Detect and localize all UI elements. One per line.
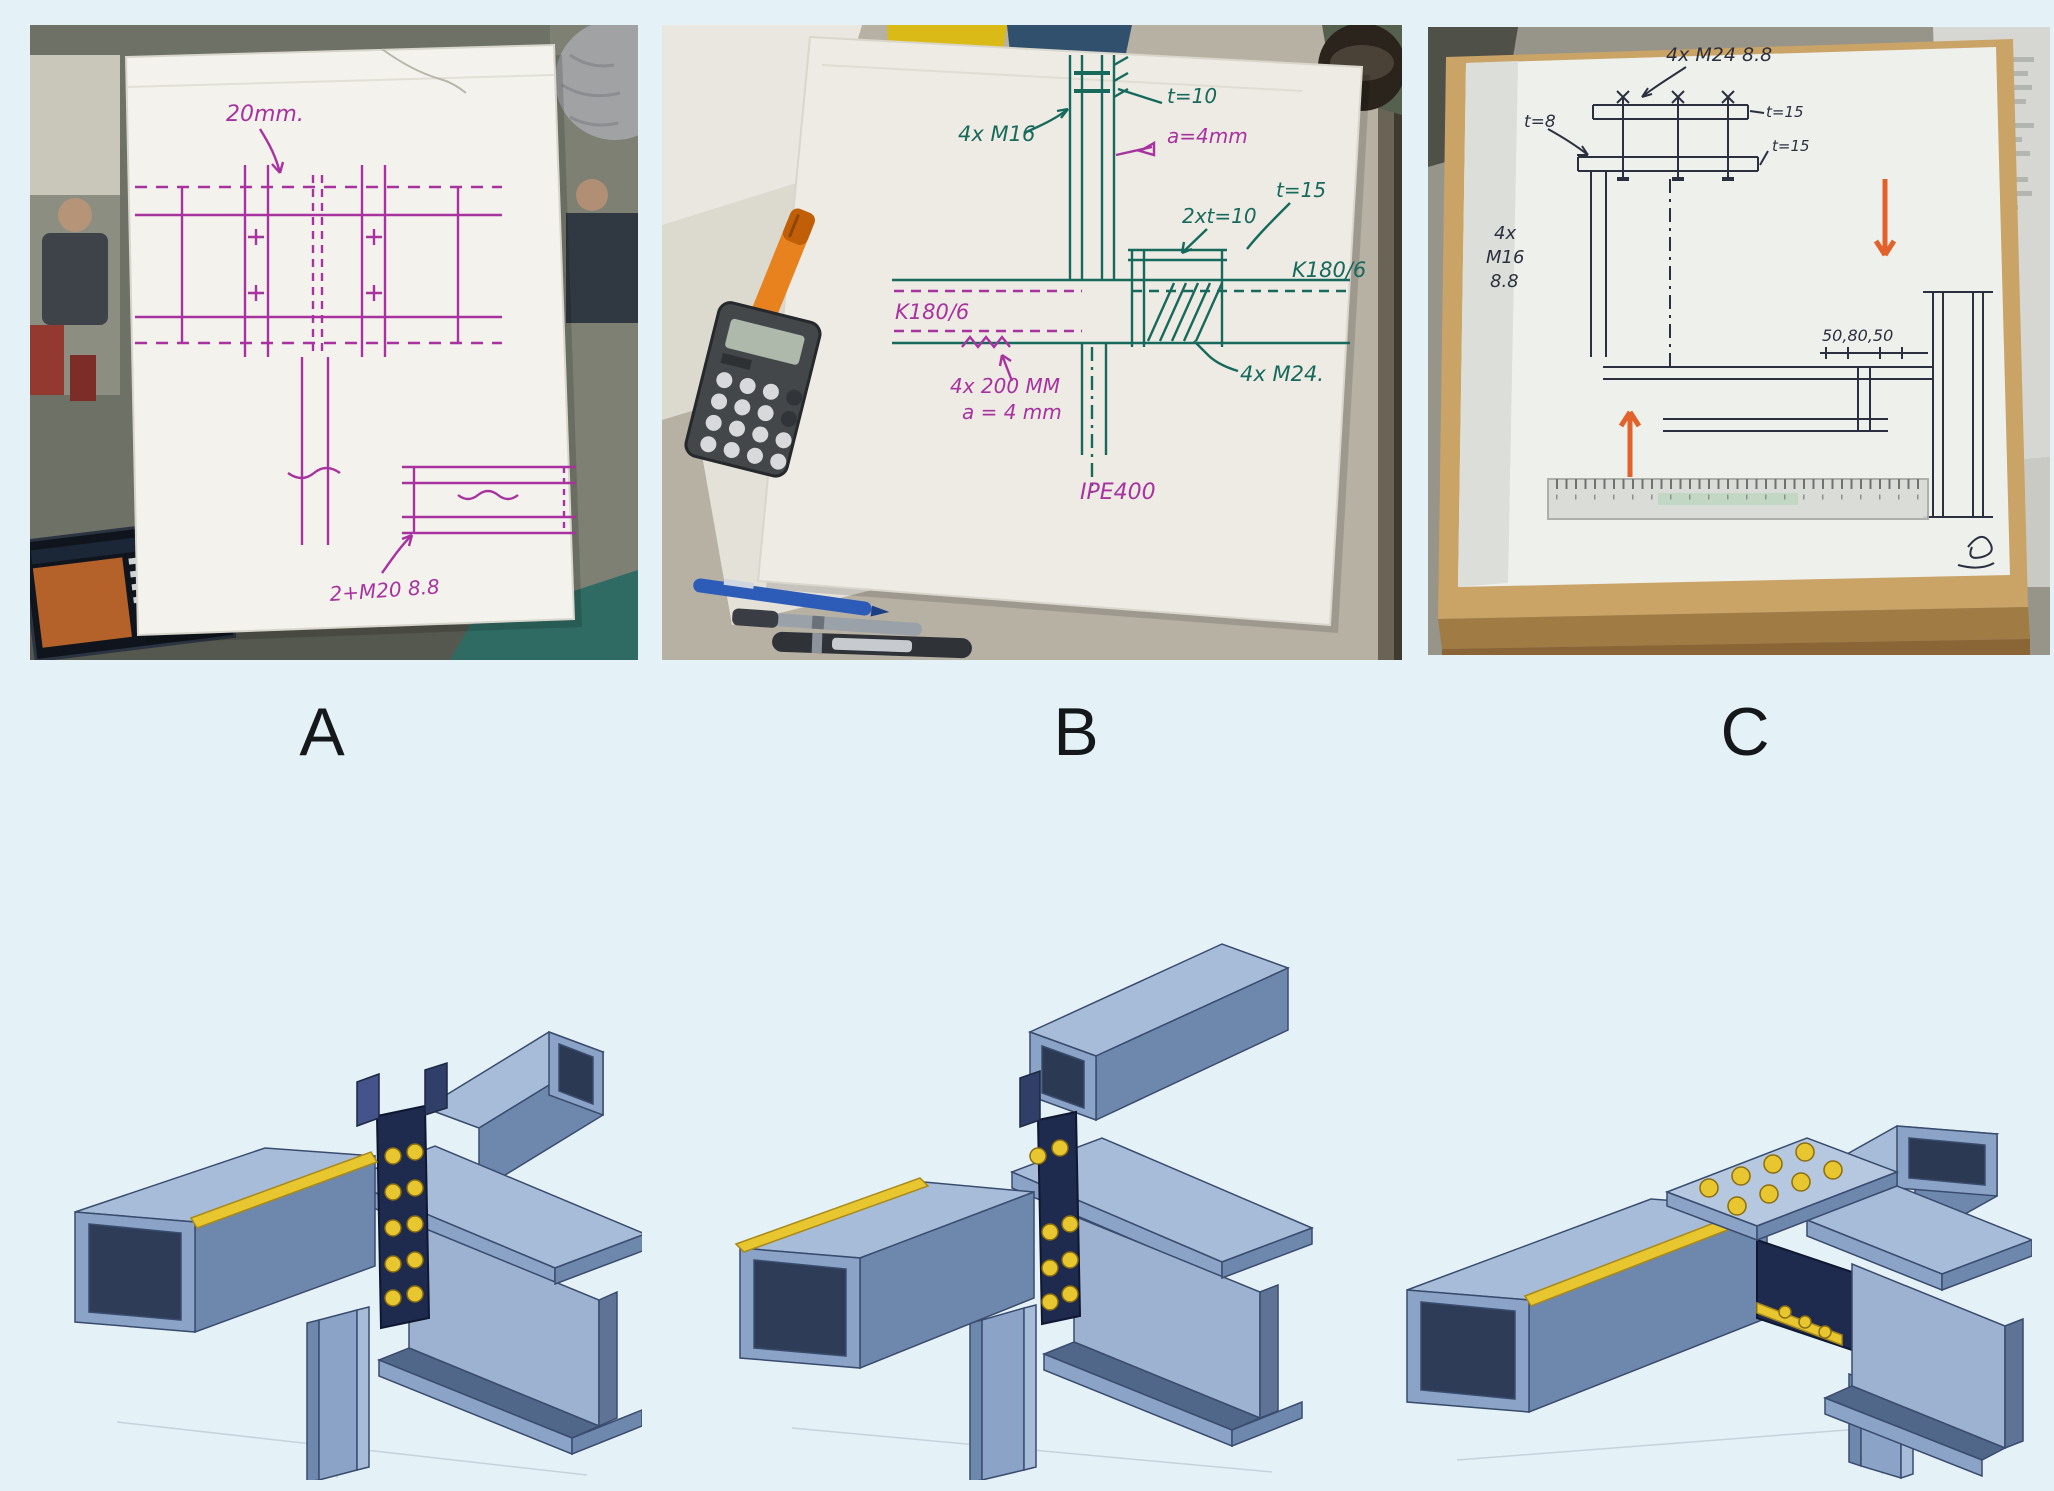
- i-beam: [342, 1145, 642, 1456]
- shs-tube-front: [734, 1177, 1035, 1370]
- render-b-svg: [734, 943, 1315, 1480]
- tube-hollow-end: [88, 1223, 182, 1321]
- stub-column: [969, 1304, 1037, 1480]
- annotation-bolts-mid: 4x M24.: [1240, 362, 1324, 386]
- sketch-paper: [756, 35, 1370, 633]
- annotation-bolts-top: 4x M24 8.8: [1666, 44, 1772, 66]
- shs-tube-back: [1028, 943, 1290, 1122]
- break-symbol: [287, 466, 341, 480]
- shs-tube-back: [423, 1030, 605, 1193]
- calculator: [684, 301, 822, 478]
- sketch-b-svg: 4x M16 t=10 a=4mm: [662, 25, 1402, 660]
- sketch-c-svg: 4x M24 8.8 t=15 t=15 t=8 4x M16 8.8 50,8…: [1428, 27, 2050, 655]
- beam-end-flange: [554, 1234, 642, 1286]
- annotation-plate-offset: 20mm.: [226, 102, 304, 127]
- label-c: C: [1720, 694, 1770, 770]
- ruler: [1547, 478, 1929, 520]
- annotation-plate-end: t=15: [1276, 178, 1326, 202]
- render-c-svg: [1406, 1125, 2032, 1480]
- label-a: A: [299, 694, 345, 770]
- render-connection-a: [27, 820, 642, 1480]
- beam-end-flange: [1941, 1239, 2032, 1292]
- i-beam: [1804, 1185, 2032, 1478]
- annotation-beam-section: IPE400: [1080, 480, 1156, 505]
- beam-end-web: [1259, 1283, 1279, 1420]
- photo-sketch-a: 20mm.: [30, 25, 638, 660]
- weld-strip: [189, 1151, 379, 1229]
- stiffener-fins: [356, 1061, 448, 1128]
- annotation-section-right: K180/6: [1292, 258, 1366, 282]
- black-marker: [772, 631, 972, 659]
- paper-crack: [381, 48, 467, 94]
- tube-hollow-end: [1908, 1137, 1986, 1186]
- pens: [693, 578, 972, 659]
- pen-sketch-c: 4x M24 8.8 t=15 t=15 t=8 4x M16 8.8 50,8…: [1486, 44, 1993, 518]
- render-connection-c: [1337, 820, 2032, 1480]
- render-a-svg: [74, 1030, 642, 1480]
- orange-arrows: [1618, 179, 1897, 477]
- photo-sketch-b: 4x M16 t=10 a=4mm: [662, 25, 1402, 660]
- annotation-plate-top: t=10: [1167, 84, 1217, 108]
- annotation-bolts-top: 4x M16: [958, 122, 1035, 146]
- annotation-bolts-left-1: 4x: [1494, 223, 1516, 244]
- photo-sketch-c: 4x M24 8.8 t=15 t=15 t=8 4x M16 8.8 50,8…: [1428, 27, 2050, 655]
- stub-column: [306, 1306, 370, 1480]
- beam-end-flange: [1221, 1226, 1313, 1280]
- i-beam: [1009, 1137, 1315, 1448]
- shs-tube-front: [74, 1147, 379, 1334]
- annotation-plate-upper: t=15: [1766, 103, 1804, 121]
- annotation-bolts-left-2: M16: [1486, 247, 1524, 268]
- bolts: [1029, 1139, 1079, 1311]
- label-b: B: [1053, 694, 1099, 770]
- annotation-weld-top: a=4mm: [1167, 124, 1248, 148]
- annotation-weld-bottom-2: a = 4 mm: [962, 400, 1062, 424]
- signature: [1957, 536, 1995, 569]
- arrow-up: [1618, 410, 1642, 477]
- annotation-dimensions: 50,80,50: [1822, 326, 1893, 345]
- sketch-paper: [1458, 47, 2010, 587]
- grey-pen: [732, 608, 922, 636]
- tube-hollow-end: [1041, 1044, 1085, 1110]
- knit-texture: [555, 25, 638, 140]
- sketch-a-svg: 20mm.: [30, 25, 638, 660]
- annotation-wall: t=8: [1524, 112, 1556, 132]
- annotation-plate-lower: t=15: [1772, 137, 1810, 155]
- annotation-plates-mid: 2xt=10: [1182, 204, 1257, 228]
- detail-sketch: [381, 465, 576, 574]
- blue-pen: [693, 578, 890, 617]
- annotation-bolts-left-3: 8.8: [1490, 271, 1519, 292]
- cap-plate: [1664, 1137, 1900, 1242]
- tube-hollow-end: [558, 1042, 594, 1106]
- stiffener-fins: [1019, 1069, 1041, 1129]
- annotation-section-left: K180/6: [895, 300, 969, 324]
- weld-strip: [734, 1177, 930, 1253]
- bolts: [1699, 1142, 1843, 1339]
- bolt-marks: [248, 229, 382, 301]
- bolts: [384, 1143, 424, 1307]
- beam-end-web: [598, 1290, 618, 1428]
- render-connection-b: [682, 820, 1324, 1480]
- arrow-down: [1873, 179, 1897, 257]
- sketch-ink-b: 4x M16 t=10 a=4mm: [892, 55, 1366, 505]
- annotation-weld-bottom-1: 4x 200 MM: [950, 374, 1060, 398]
- tube-hollow-end: [1420, 1301, 1516, 1400]
- connection-plate: [1756, 1238, 1853, 1352]
- shs-tube-front: [1406, 1198, 1771, 1414]
- tube-hollow-end: [753, 1259, 847, 1357]
- beam-end-web: [2004, 1317, 2024, 1450]
